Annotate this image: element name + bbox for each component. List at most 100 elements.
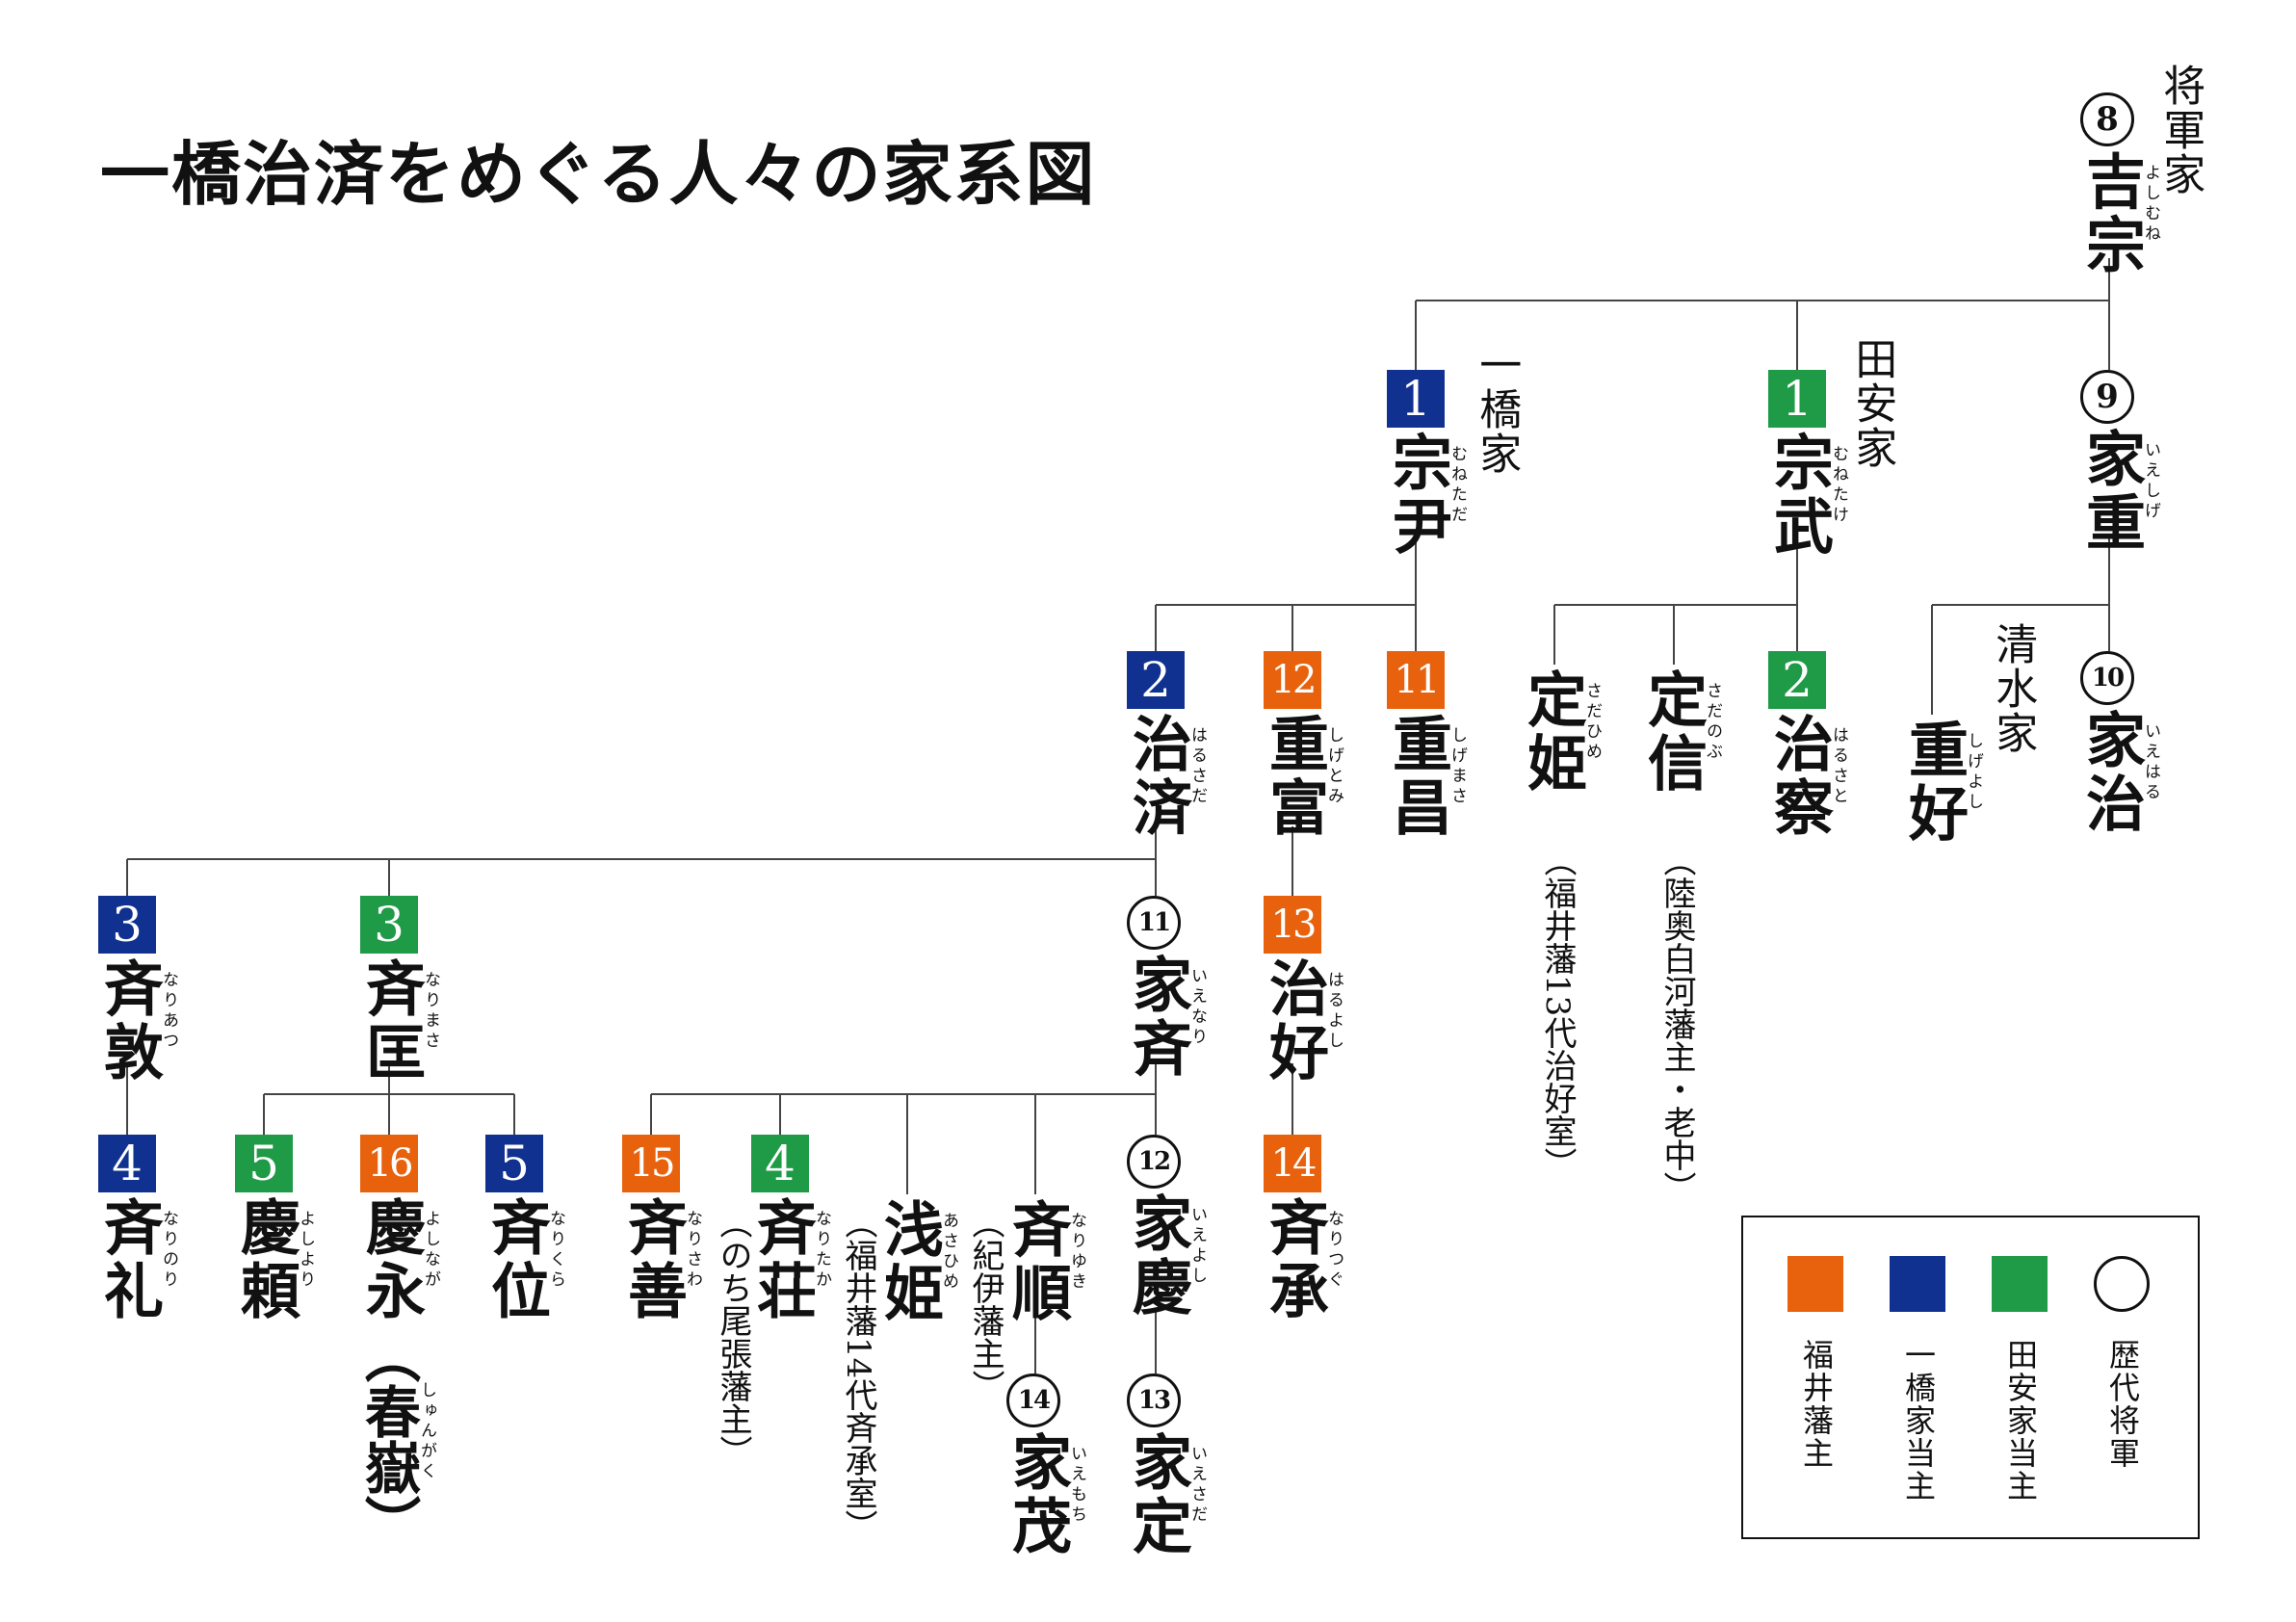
name-reading: いえさだ [1187, 1445, 1207, 1526]
name-block: 慶頼よしより [230, 1196, 322, 1323]
house-head-badge: 15 [622, 1135, 680, 1192]
name-block: 吉宗よしむね [2075, 150, 2167, 277]
alias-reading: しゅんがく [417, 1381, 436, 1482]
person-name: 重好 [1898, 719, 1969, 846]
person-name: 家重 [2075, 428, 2146, 555]
person-asahime: 浅姫あさひめ [874, 1194, 965, 1325]
name-reading: なりたか [812, 1210, 831, 1291]
name-reading: よしなが [421, 1210, 440, 1291]
name-block: 治済はるさだ [1122, 713, 1213, 840]
name-block: 定信さだのぶ [1637, 668, 1729, 796]
person-shigeyoshi: 重好しげよし [1898, 715, 1990, 846]
label-hitotsubashi-house: 一橋家 [1472, 343, 1522, 476]
name-reading: しげまさ [1448, 726, 1467, 807]
person-sadahime: 定姫さだひめ [1517, 665, 1608, 796]
shogun-number-circle: 14 [1006, 1373, 1060, 1427]
house-head-badge: 13 [1264, 896, 1321, 954]
name-block: 家治いえはる [2075, 709, 2167, 836]
name-reading: さだひめ [1582, 682, 1602, 763]
name-reading: よしより [296, 1210, 315, 1291]
house-head-badge: 4 [751, 1135, 809, 1192]
name-reading: いえしげ [2141, 441, 2160, 522]
name-reading: はるさと [1829, 726, 1848, 807]
name-block: 斉匡なりまさ [355, 957, 447, 1085]
legend-item-hitotsubashi: 一橋家当主 [1890, 1256, 1947, 1503]
person-name: 治察 [1763, 713, 1834, 840]
name-reading: しげよし [1964, 732, 1983, 813]
name-block: 斉位なりくら [481, 1196, 572, 1323]
legend-label-hitotsubashi: 一橋家当主 [1900, 1339, 1937, 1503]
person-name: 家慶 [1122, 1192, 1192, 1320]
name-reading: なりさわ [683, 1210, 702, 1291]
person-alias: （春嶽） [355, 1327, 421, 1551]
person-name: 治済 [1122, 713, 1192, 840]
label-shogun-house: 将軍家 [2155, 64, 2205, 196]
name-block: 斉善なりさわ [617, 1196, 709, 1323]
legend-label-fukui: 福井藩主 [1798, 1339, 1835, 1470]
person-name: 斉敦 [93, 957, 164, 1085]
person-note: （陸奥白河藩主・老中） [1657, 844, 1696, 1204]
house-head-badge: 4 [98, 1135, 156, 1192]
person-name: 重富 [1259, 713, 1329, 840]
name-reading: さだのぶ [1703, 682, 1722, 763]
house-head-badge: 2 [1768, 651, 1826, 709]
name-block: 治好はるよし [1259, 957, 1350, 1085]
name-reading: なりまさ [421, 971, 440, 1052]
legend-swatch-orange [1787, 1256, 1843, 1312]
person-name: 宗武 [1763, 432, 1834, 559]
person-name: 家斉 [1122, 954, 1192, 1081]
person-name: 斉荘 [746, 1196, 817, 1323]
name-block: 慶永よしなが [355, 1196, 447, 1323]
name-block: 定姫さだひめ [1517, 668, 1608, 796]
house-head-badge: 5 [235, 1135, 293, 1192]
shogun-number-circle: 10 [2080, 651, 2134, 705]
name-block: 浅姫あさひめ [874, 1198, 965, 1325]
name-reading: なりあつ [159, 971, 178, 1052]
house-head-badge: 3 [98, 896, 156, 954]
person-name: 斉順 [1002, 1198, 1072, 1325]
person-note: （福井藩14代斉承室） [839, 1206, 877, 1543]
person-name: 定信 [1637, 668, 1708, 796]
name-block: 斉礼なりのり [93, 1196, 185, 1323]
person-name: 吉宗 [2075, 150, 2146, 277]
legend-item-shogun: 歴代将軍 [2094, 1256, 2152, 1470]
person-note: （福井藩13代治好室） [1538, 844, 1577, 1181]
name-block: 斉順なりゆき [1002, 1198, 1093, 1325]
house-head-badge: 5 [485, 1135, 543, 1192]
legend-item-fukui: 福井藩主 [1787, 1256, 1845, 1470]
person-name: 斉善 [617, 1196, 688, 1323]
name-reading: いえよし [1187, 1206, 1207, 1287]
person-nariyuki: 斉順なりゆき [1002, 1194, 1093, 1325]
house-head-badge: 1 [1768, 370, 1826, 428]
person-name: 斉位 [481, 1196, 551, 1323]
shogun-number-circle: 9 [2080, 370, 2134, 424]
house-head-badge: 12 [1264, 651, 1321, 709]
person-name: 重昌 [1382, 713, 1452, 840]
name-block: 家茂いえもち [1002, 1431, 1093, 1558]
person-name: 浅姫 [874, 1198, 944, 1325]
person-name: 斉匡 [355, 957, 426, 1085]
person-name: 家治 [2075, 709, 2146, 836]
house-head-badge: 11 [1387, 651, 1445, 709]
name-block: 家斉いえなり [1122, 954, 1213, 1081]
name-reading: なりつぐ [1324, 1210, 1344, 1291]
name-reading: なりゆき [1067, 1212, 1086, 1293]
name-block: 治察はるさと [1763, 713, 1855, 840]
shogun-number-circle: 12 [1127, 1135, 1181, 1189]
